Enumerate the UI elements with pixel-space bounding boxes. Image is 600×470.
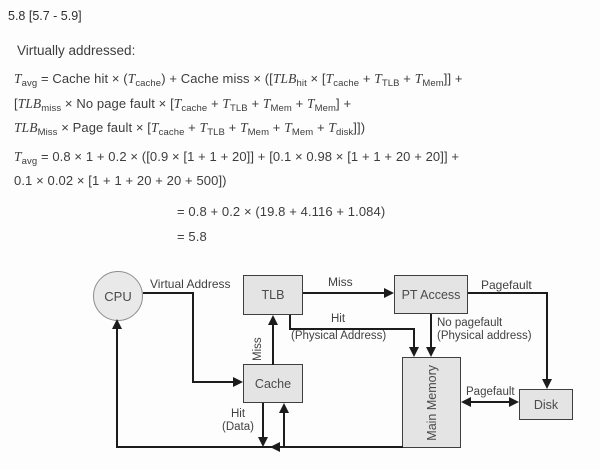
tlb-miss-label: Miss	[328, 275, 353, 289]
cache-up-line	[283, 413, 285, 447]
into-disk-arrowhead	[542, 379, 552, 389]
bus-left-arrowhead	[270, 442, 280, 452]
no-pagefault-label: No pagefault	[437, 317, 503, 329]
no-pagefault-sublabel: (Physical address)	[437, 330, 532, 342]
cache-node: Cache	[243, 364, 303, 403]
virtual-address-label: Virtual Address	[150, 277, 231, 291]
cache-hit-line1: Hit	[230, 408, 246, 420]
cpu-out-line	[143, 292, 194, 294]
pt-pagefault-vline	[546, 292, 548, 380]
problem-number: 5.8 [5.7 - 5.9]	[8, 9, 82, 23]
tlb-pt-line	[303, 292, 384, 294]
equation-line-1: Tavg = Cache hit × (Tcache) + Cache miss…	[14, 71, 463, 89]
mm-disk-left-arrowhead	[461, 397, 471, 407]
cpu-node: CPU	[93, 271, 143, 321]
tlb-hit-hline	[289, 328, 415, 330]
cpu-cache-vline	[192, 292, 194, 382]
tlb-hit-vline1	[289, 315, 291, 330]
disk-node: Disk	[519, 389, 573, 420]
mm-disk-line	[470, 401, 510, 403]
equation-line-4: Tavg = 0.8 × 1 + 0.2 × ([0.9 × [1 + 1 + …	[14, 149, 460, 167]
cache-miss-label: Miss	[252, 337, 264, 361]
equation-line-6: = 0.8 + 0.2 × (19.8 + 4.116 + 1.084)	[177, 204, 386, 219]
into-cache-arrowhead	[233, 377, 243, 387]
pt-pagefault-hline	[468, 292, 548, 294]
into-cpu-arrowhead	[112, 319, 122, 329]
tlb-hit-vline2	[413, 328, 415, 348]
section-label: Virtually addressed:	[17, 43, 136, 58]
equation-line-3: TLBMiss × Page fault × [Tcache + TTLB + …	[14, 120, 366, 138]
main-memory-node: Main Memory	[402, 357, 461, 448]
cpu-return-line	[116, 328, 118, 448]
into-pt-arrowhead	[384, 288, 394, 298]
cache-down-arrowhead	[258, 437, 268, 447]
pagefault-top-label: Pagefault	[481, 278, 532, 292]
cache-hit-line2: (Data)	[222, 421, 254, 433]
pt-access-node: PT Access	[394, 275, 468, 314]
no-pagefault-line	[430, 314, 432, 348]
bottom-bus-line	[116, 446, 403, 448]
cache-tlb-miss-line	[272, 325, 274, 365]
pagefault-mid-label: Pagefault	[466, 386, 515, 398]
hit-into-mm-arrowhead	[409, 347, 419, 357]
main-memory-label: Main Memory	[424, 364, 439, 441]
cache-hit-label: Hit (Data)	[204, 408, 272, 434]
cache-down-line	[262, 403, 264, 438]
mm-disk-right-arrowhead	[509, 397, 519, 407]
cpu-cache-hline	[192, 381, 233, 383]
equation-line-7: = 5.8	[177, 229, 207, 244]
tlb-hit-sublabel: (Physical Address)	[291, 330, 387, 342]
tlb-hit-label: Hit	[331, 313, 346, 325]
equation-line-5: 0.1 × 0.02 × [1 + 1 + 20 + 20 + 500])	[14, 173, 227, 188]
equation-line-2: [TLBmiss × No page fault × [Tcache + TTL…	[14, 96, 352, 114]
nopf-into-mm-arrowhead	[426, 347, 436, 357]
cache-up-arrowhead	[279, 403, 289, 413]
tlb-node: TLB	[243, 275, 303, 315]
into-tlb-arrowhead	[268, 315, 278, 325]
